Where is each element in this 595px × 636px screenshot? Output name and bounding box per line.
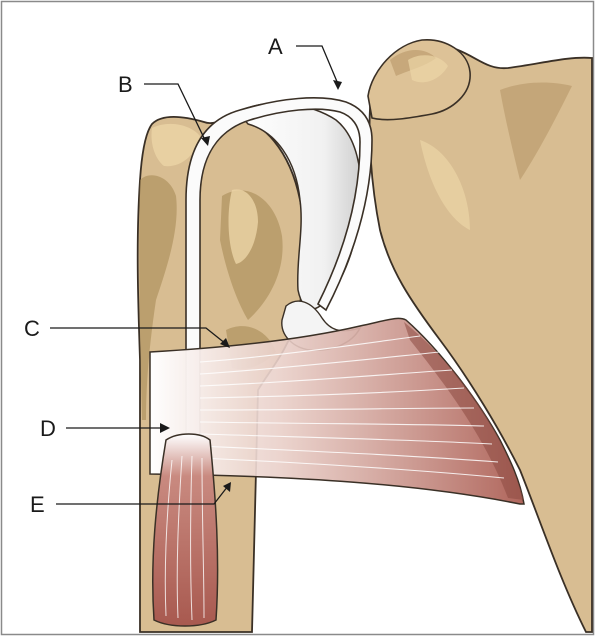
label-c: C (24, 316, 40, 341)
label-e: E (30, 492, 45, 517)
biceps-muscle-belly (153, 434, 218, 626)
arrowhead-a (333, 80, 342, 90)
label-a: A (268, 34, 283, 59)
label-d: D (40, 416, 56, 441)
label-b: B (118, 72, 133, 97)
callout-line-a (296, 46, 338, 84)
